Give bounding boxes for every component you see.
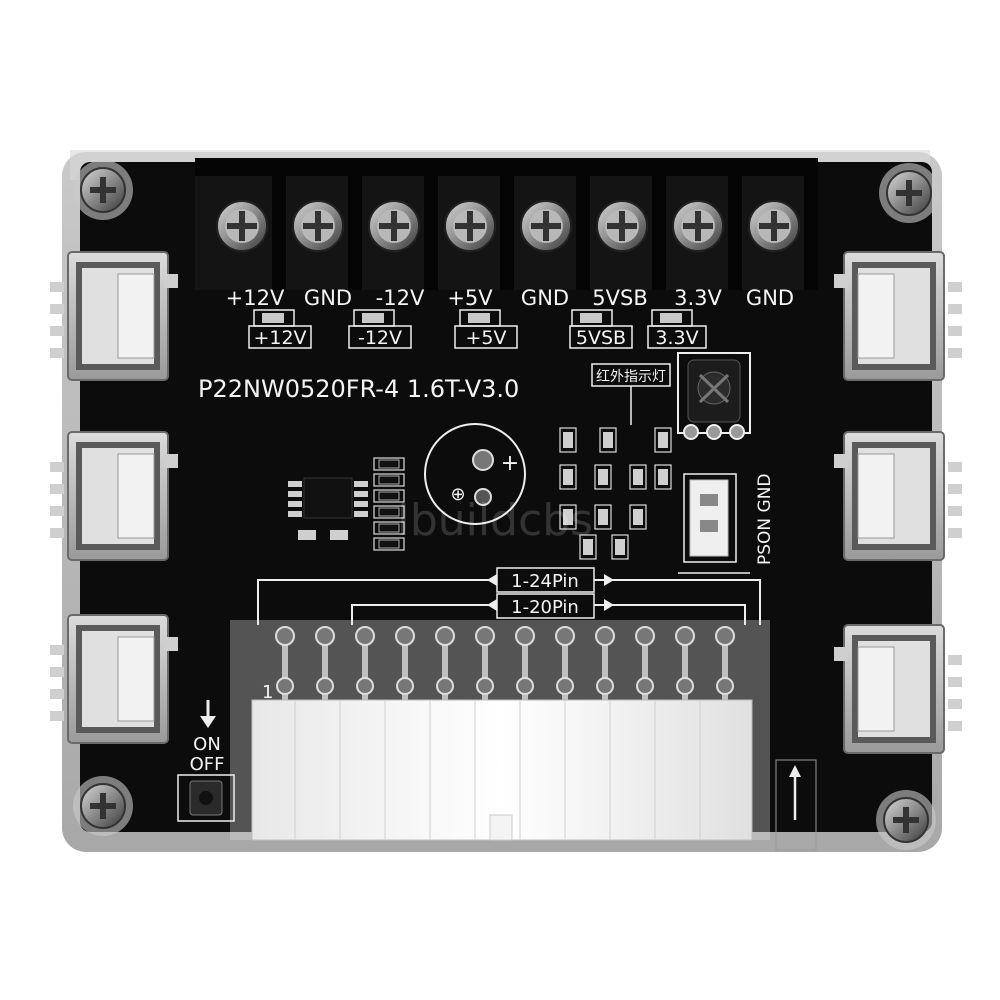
smd-resistor — [373, 489, 405, 503]
terminal-label: GND — [304, 286, 352, 310]
corner-screw-icon — [73, 160, 133, 220]
corner-screw-icon — [879, 163, 939, 223]
terminal-label: 5VSB — [592, 286, 647, 310]
smd-component-cluster — [559, 427, 672, 560]
smd-component — [594, 504, 612, 530]
smd-component — [594, 464, 612, 490]
corner-screw-icon — [73, 776, 133, 836]
resistor-array — [373, 457, 405, 551]
switch-off-label: OFF — [190, 754, 225, 775]
atx-pin — [275, 626, 295, 700]
atx-pin — [355, 626, 375, 700]
terminal-screw-icon — [748, 200, 800, 252]
ir-indicator-label: 红外指示灯 — [596, 369, 666, 385]
board-model-text: P22NW0520FR-4 1.6T-V3.0 — [198, 375, 519, 403]
smd-component — [559, 504, 577, 530]
terminal-label: -12V — [376, 286, 425, 310]
smd-resistor — [373, 505, 405, 519]
capacitor-footprint: + ⊕ — [424, 423, 526, 525]
smd-component — [579, 534, 597, 560]
atx-pin — [675, 626, 695, 700]
terminal-screw-icon — [444, 200, 496, 252]
terminal-label: GND — [746, 286, 794, 310]
corner-screw-icon — [876, 790, 936, 850]
smd-component — [654, 427, 672, 453]
smd-component — [599, 427, 617, 453]
switch-on-label: ON — [193, 734, 221, 755]
smd-resistor — [373, 473, 405, 487]
atx-pin — [395, 626, 415, 700]
svg-text:⊕: ⊕ — [450, 484, 465, 505]
smd-component — [559, 427, 577, 453]
usb-port[interactable] — [50, 431, 178, 561]
led-label: +12V — [253, 327, 306, 349]
terminal-label: GND — [521, 286, 569, 310]
pcb-board — [80, 162, 932, 832]
usb-port[interactable] — [834, 251, 962, 381]
pin-label-20: 1-20Pin — [511, 597, 579, 618]
terminal-label: +12V — [226, 286, 285, 310]
led-indicator: +5V — [454, 309, 518, 349]
atx-pin — [555, 626, 575, 700]
atx-pin — [635, 626, 655, 700]
led-indicator: 5VSB — [569, 309, 633, 349]
connector-label: PSON GND — [755, 473, 775, 565]
usb-port[interactable] — [50, 614, 178, 744]
smd-resistor — [373, 521, 405, 535]
atx-pin — [475, 626, 495, 700]
terminal-block — [195, 158, 818, 290]
smd-component — [629, 504, 647, 530]
atx-pin — [715, 626, 735, 700]
pson-gnd-connector: PSON GND — [678, 473, 775, 574]
smd-component — [654, 464, 672, 490]
direction-arrow — [775, 759, 817, 851]
usb-port[interactable] — [834, 624, 962, 754]
led-label: -12V — [358, 327, 402, 349]
led-indicator: +12V — [248, 309, 312, 349]
led-label: +5V — [465, 327, 506, 349]
smd-component — [611, 534, 629, 560]
usb-port[interactable] — [834, 431, 962, 561]
terminal-screw-icon — [672, 200, 724, 252]
atx-pin — [595, 626, 615, 700]
terminal-screw-icon — [596, 200, 648, 252]
led-indicators: +12V -12V +5V 5VSB 3.3V — [248, 309, 707, 349]
atx-pin — [315, 626, 335, 700]
terminal-label: 3.3V — [674, 286, 722, 310]
led-indicator: 3.3V — [647, 309, 707, 349]
terminal-screw-icon — [368, 200, 420, 252]
led-indicator: -12V — [348, 309, 412, 349]
led-label: 3.3V — [655, 327, 698, 349]
atx-pin — [515, 626, 535, 700]
watermark-text: Ibuildcbs — [397, 495, 593, 546]
atx-pin — [435, 626, 455, 700]
terminal-screw-icon — [216, 200, 268, 252]
ir-receiver — [677, 352, 751, 440]
terminal-label: +5V — [447, 286, 493, 310]
ic-chip — [288, 477, 368, 540]
terminal-screw-icon — [520, 200, 572, 252]
power-button-area: ON OFF — [177, 700, 235, 822]
smd-resistor — [373, 537, 405, 551]
pin-one-label: 1 — [262, 682, 273, 703]
smd-component — [559, 464, 577, 490]
terminal-screw-icon — [292, 200, 344, 252]
usb-port[interactable] — [50, 251, 178, 381]
terminal-labels: +12V GND -12V +5V GND 5VSB 3.3V GND — [226, 286, 794, 310]
pin-label-24: 1-24Pin — [511, 571, 579, 592]
smd-component — [629, 464, 647, 490]
svg-text:+: + — [501, 451, 519, 476]
pin-brackets — [257, 579, 761, 625]
led-label: 5VSB — [576, 327, 626, 349]
smd-resistor — [373, 457, 405, 471]
atx-24pin-header: 1 — [230, 620, 770, 841]
